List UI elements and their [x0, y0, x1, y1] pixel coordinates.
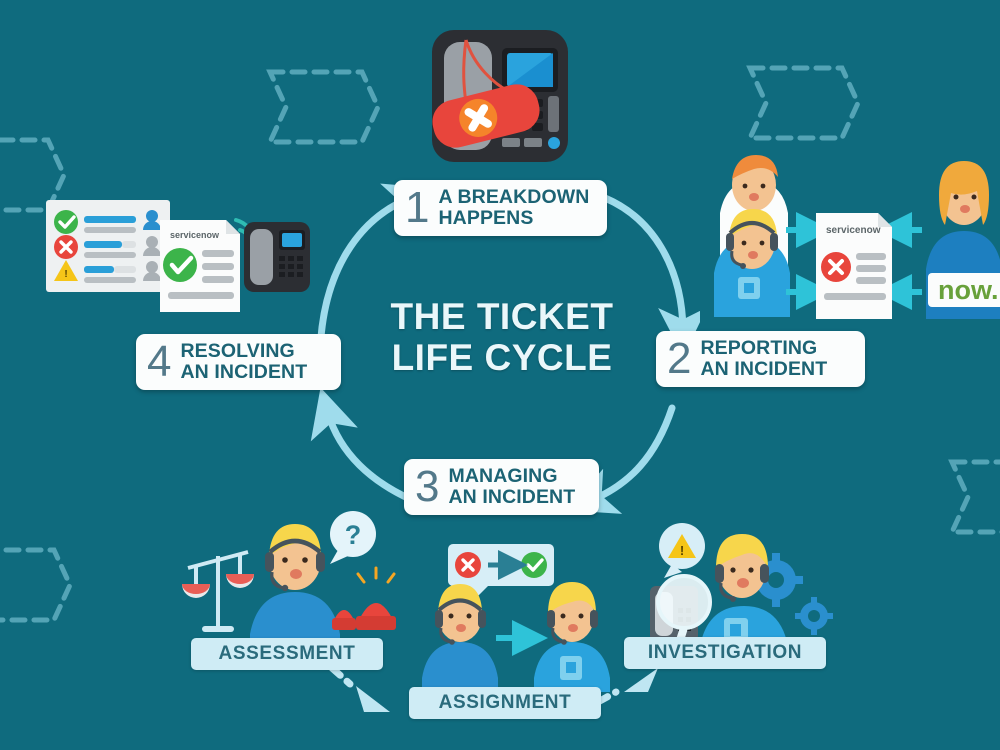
- alarm-icons: [332, 566, 396, 630]
- step-3-label: MANAGING AN INCIDENT: [448, 466, 575, 508]
- decorative-chevron-top-right: [746, 65, 861, 141]
- step-4-label-line2: AN INCIDENT: [180, 360, 308, 383]
- decorative-chevron-top-left: [266, 69, 381, 145]
- step-1-number: 1: [405, 183, 430, 233]
- resolving-incident-illustration: ! servicenow: [46, 200, 310, 312]
- page-title-line2: LIFE CYCLE: [391, 337, 613, 379]
- decorative-chevron-bottom-right: [948, 459, 1000, 535]
- svg-text:!: !: [680, 543, 684, 558]
- svg-text:!: !: [64, 269, 67, 280]
- cycle-arrows: [310, 183, 700, 514]
- assignment-illustration: [422, 544, 610, 692]
- step-4-number: 4: [147, 337, 172, 387]
- now-logo-chip: now.: [928, 273, 1000, 307]
- person-assessor: [250, 524, 340, 648]
- step-3-number: 3: [415, 462, 440, 512]
- person-agent-source: [422, 584, 498, 692]
- person-agent-target: [534, 582, 610, 692]
- reporting-incident-illustration: servicenow now.: [714, 155, 1000, 319]
- step-1-label: A BREAKDOWN HAPPENS: [438, 187, 589, 229]
- warning-bubble: !: [659, 523, 705, 578]
- step-4-label: RESOLVING AN INCIDENT: [180, 341, 307, 383]
- dashed-arrow-assignment-to-investigation: [594, 668, 658, 706]
- sub-step-assessment-label[interactable]: ASSESSMENT: [191, 638, 383, 670]
- step-4-card[interactable]: 4 RESOLVING AN INCIDENT: [136, 334, 341, 390]
- step-3-label-line2: AN INCIDENT: [448, 485, 576, 508]
- servicenow-wordmark: servicenow: [170, 230, 220, 240]
- sub-step-assignment-label[interactable]: ASSIGNMENT: [409, 687, 601, 719]
- broken-phone-illustration: [432, 30, 568, 162]
- servicenow-incident-form: servicenow: [816, 213, 892, 319]
- page-title-line1: THE TICKET: [390, 296, 614, 337]
- step-2-label: REPORTING AN INCIDENT: [700, 338, 827, 380]
- person-agent-front: [714, 209, 790, 317]
- magnifier-icon: [656, 574, 712, 648]
- step-3-card[interactable]: 3 MANAGING AN INCIDENT: [404, 459, 599, 515]
- decorative-chevron-bottom-left: [0, 547, 73, 623]
- svg-text:now.: now.: [938, 275, 999, 305]
- sub-step-investigation-label[interactable]: INVESTIGATION: [624, 637, 826, 669]
- step-2-card[interactable]: 2 REPORTING AN INCIDENT: [656, 331, 865, 387]
- svg-text:servicenow: servicenow: [826, 225, 881, 236]
- question-bubble: ?: [330, 511, 376, 564]
- step-4-label-line1: RESOLVING: [180, 340, 295, 362]
- investigation-illustration: !: [650, 523, 833, 653]
- assessment-illustration: ?: [182, 511, 396, 648]
- step-1-label-line1: A BREAKDOWN: [438, 186, 590, 208]
- step-1-label-line2: HAPPENS: [438, 206, 534, 229]
- step-2-label-line1: REPORTING: [700, 337, 818, 359]
- dashed-arrow-assessment-to-assignment: [328, 664, 390, 712]
- step-2-number: 2: [667, 334, 692, 384]
- page-title: THE TICKET LIFE CYCLE: [352, 296, 652, 379]
- step-3-label-line1: MANAGING: [448, 465, 558, 487]
- status-change-bubble: [448, 544, 554, 602]
- step-1-card[interactable]: 1 A BREAKDOWN HAPPENS: [394, 180, 607, 236]
- svg-text:?: ?: [345, 520, 362, 550]
- step-2-label-line2: AN INCIDENT: [700, 357, 828, 380]
